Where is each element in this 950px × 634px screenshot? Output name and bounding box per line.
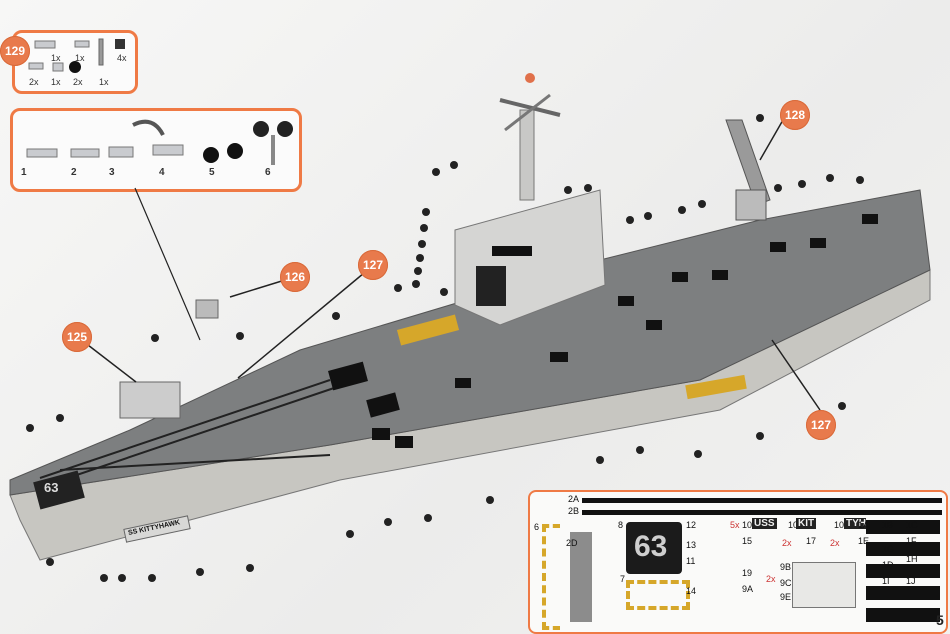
- label-15: 15: [742, 536, 753, 546]
- sticker-sheet: 2A 2B 6 2D 63 8 12 13 11 7 14 5x 2x 2x 2…: [528, 490, 948, 634]
- label-1e: 1E: [858, 536, 870, 546]
- kit-text: KIT: [796, 518, 817, 529]
- label-19: 19: [742, 568, 753, 578]
- big-63-sticker: 63: [626, 522, 682, 574]
- qty-1: 1x: [51, 53, 61, 63]
- mast: [519, 109, 535, 201]
- label-9b: 9B: [780, 562, 792, 572]
- label-1g: 1G: [882, 544, 895, 554]
- label-11: 11: [686, 556, 696, 566]
- label-1b: 1B: [882, 520, 894, 530]
- hazard-frame-6: [542, 524, 560, 630]
- label-9c: 9C: [780, 578, 792, 588]
- crane: [725, 119, 771, 206]
- label-1a: 1A: [858, 520, 870, 530]
- qty-2x-a: 2x: [782, 538, 792, 548]
- label-6: 6: [534, 522, 540, 532]
- qty-5: 1x: [51, 77, 61, 87]
- qty-2x-b: 2x: [830, 538, 840, 548]
- stripe-2b: [582, 510, 942, 515]
- step-badge-126: 126: [280, 262, 310, 292]
- page-number: 5: [936, 612, 944, 628]
- step-badge-129: 129: [0, 36, 30, 66]
- substep-6: 6: [265, 167, 271, 178]
- qty-3: 4x: [117, 53, 127, 63]
- qty-6: 2x: [73, 77, 83, 87]
- qty-5x: 5x: [730, 520, 740, 530]
- subassembly-illustration: [26, 119, 293, 165]
- label-7: 7: [620, 574, 626, 584]
- step-badge-128: 128: [780, 100, 810, 130]
- substep-1: 1: [21, 167, 27, 178]
- label-1j: 1J: [906, 576, 916, 586]
- label-10e: 10E: [742, 520, 759, 530]
- parts-illustration: [28, 38, 125, 73]
- qty-2: 1x: [75, 53, 85, 63]
- label-10f: 10F: [788, 520, 804, 530]
- substep-4: 4: [159, 167, 165, 178]
- subassembly-box: 1 2 3 4 5 6: [10, 108, 302, 192]
- substep-3: 3: [109, 167, 115, 178]
- label-1d: 1D: [882, 560, 894, 570]
- step-badge-127-top: 127: [358, 250, 388, 280]
- qty-7: 1x: [99, 77, 109, 87]
- label-8: 8: [618, 520, 624, 530]
- label-1f: 1F: [906, 536, 917, 546]
- substep-2: 2: [71, 167, 77, 178]
- step-badge-125: 125: [62, 322, 92, 352]
- label-12: 12: [686, 520, 697, 530]
- label-2d: 2D: [566, 538, 578, 548]
- label-9a: 9A: [742, 584, 754, 594]
- label-2b: 2B: [568, 506, 580, 516]
- deck-mark-grid: [866, 518, 940, 622]
- qty-4: 2x: [29, 77, 39, 87]
- uss-text: USS: [752, 518, 777, 529]
- label-1h: 1H: [906, 554, 918, 564]
- label-9e: 9E: [780, 592, 792, 602]
- label-10b: 10B: [834, 520, 851, 530]
- label-2a: 2A: [568, 494, 580, 504]
- step-badge-127-bottom: 127: [806, 410, 836, 440]
- label-14: 14: [686, 586, 697, 596]
- hazard-sticker-7: [626, 580, 690, 610]
- stripe-2d: [570, 532, 592, 622]
- parts-list-box: 1x 1x 4x 2x 1x 2x 1x: [12, 30, 138, 94]
- stripe-2a: [582, 498, 942, 503]
- big-63: 63: [634, 530, 668, 563]
- panel-63-sticker: [792, 562, 856, 608]
- qty-2x-c: 2x: [766, 574, 776, 584]
- substep-5: 5: [209, 167, 215, 178]
- label-17: 17: [806, 536, 817, 546]
- label-1i: 1I: [882, 576, 890, 586]
- deck-number: 63: [44, 480, 59, 495]
- label-1c: 1C: [906, 520, 918, 530]
- label-13: 13: [686, 540, 697, 550]
